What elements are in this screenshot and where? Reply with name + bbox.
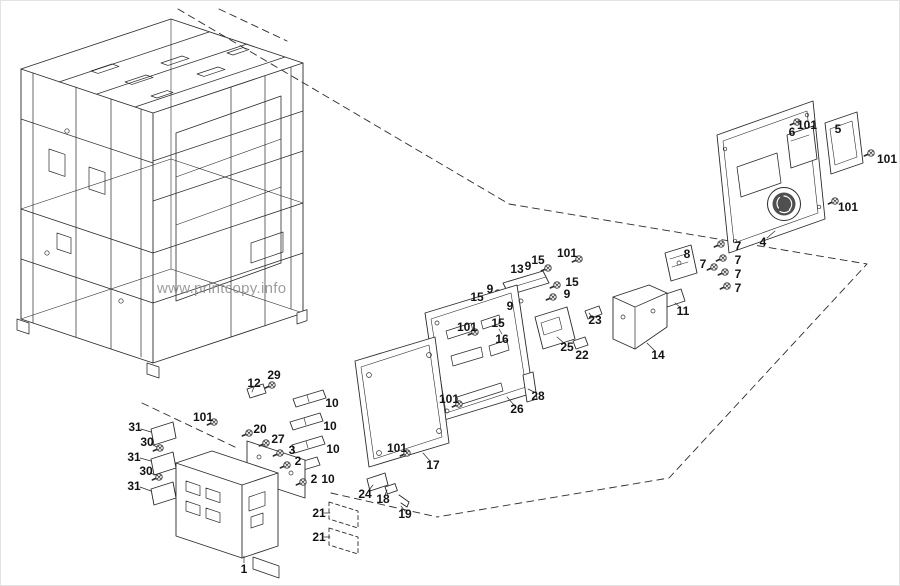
screws-part7 bbox=[706, 239, 732, 291]
clip-part22 bbox=[572, 336, 589, 350]
bracket-part24 bbox=[366, 472, 389, 492]
leader-lines bbox=[139, 230, 776, 564]
rod-part19 bbox=[398, 494, 410, 508]
main-frame bbox=[16, 18, 308, 379]
bracket-part14 bbox=[612, 284, 668, 350]
bracket-part8 bbox=[664, 244, 698, 282]
clip-part23 bbox=[584, 305, 603, 320]
watermark: www.printcopy.info bbox=[157, 280, 287, 297]
plate-part5 bbox=[824, 111, 864, 175]
diagram-art bbox=[16, 8, 876, 579]
plates-part31-30 bbox=[150, 421, 177, 506]
plate-part25 bbox=[534, 306, 576, 350]
rear-panel-part4 bbox=[716, 100, 826, 254]
option-parts-21 bbox=[328, 501, 359, 555]
controller-box-part1 bbox=[175, 450, 280, 579]
rail-bars-part10 bbox=[286, 389, 327, 475]
bracket-part12 bbox=[246, 383, 267, 399]
boundary-dashed-lines bbox=[141, 8, 868, 518]
bracket-part28 bbox=[522, 371, 538, 403]
plate-part6 bbox=[786, 125, 818, 169]
shield-plate-part17 bbox=[354, 336, 450, 468]
screw-part29 bbox=[264, 380, 277, 390]
